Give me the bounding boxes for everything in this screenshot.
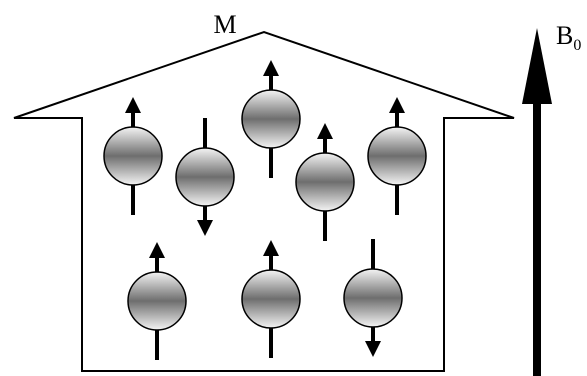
arrow-up-icon — [389, 97, 405, 113]
spin-1 — [103, 97, 163, 215]
spin-5 — [367, 97, 427, 215]
arrow-up-icon — [263, 60, 279, 76]
field-arrow — [522, 28, 552, 376]
spin-4 — [295, 123, 355, 241]
arrow-up-icon — [263, 240, 279, 256]
spin-sphere — [241, 269, 301, 329]
spins-layer — [103, 60, 427, 360]
arrow-down-icon — [197, 220, 213, 236]
container-outline — [13, 30, 515, 372]
spin-sphere — [103, 126, 163, 186]
spin-sphere — [295, 152, 355, 212]
spin-6 — [127, 242, 187, 360]
spin-sphere — [367, 126, 427, 186]
spin-7 — [241, 240, 301, 358]
spin-sphere — [241, 89, 301, 149]
arrow-down-icon — [365, 341, 381, 357]
spin-3 — [241, 60, 301, 178]
spin-sphere — [127, 271, 187, 331]
arrow-up-icon — [149, 242, 165, 258]
spin-8 — [343, 239, 403, 357]
magnetization-label: M — [213, 10, 236, 39]
arrow-up-icon — [317, 123, 333, 139]
arrow-up-icon — [125, 97, 141, 113]
field-label: B0 — [556, 21, 581, 54]
spin-sphere — [343, 268, 403, 328]
field-label-subscript: 0 — [573, 37, 581, 54]
spin-sphere — [175, 147, 235, 207]
spin-2 — [175, 118, 235, 236]
